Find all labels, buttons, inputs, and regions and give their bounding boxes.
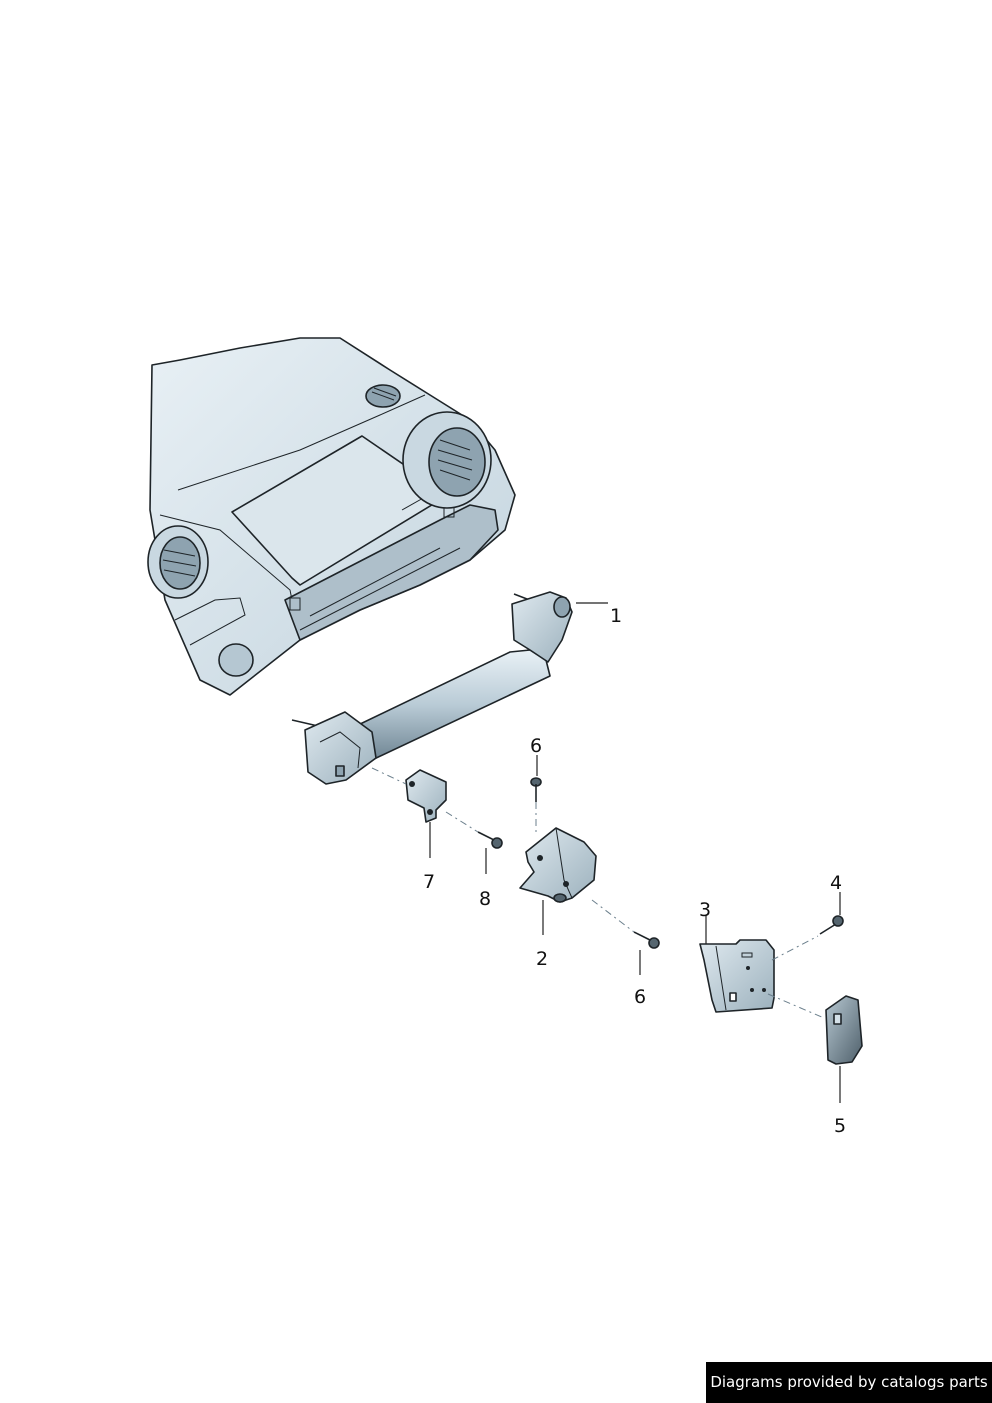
air-vent-left-icon [147, 525, 209, 599]
defrost-vent-icon [365, 384, 401, 408]
part-7-bracket [405, 769, 447, 823]
part-2-bracket [519, 827, 597, 903]
leader-lines [429, 602, 841, 1103]
callout-3: 3 [699, 899, 711, 921]
callout-7: 7 [423, 871, 435, 893]
callout-4: 4 [830, 872, 842, 894]
callout-1: 1 [610, 605, 622, 627]
callout-6-lower: 6 [634, 986, 646, 1008]
dashboard-illustration [147, 337, 516, 696]
callout-5: 5 [834, 1115, 846, 1137]
control-knob-icon [218, 643, 254, 677]
callout-2: 2 [536, 948, 548, 970]
part-8-bolt [477, 831, 503, 849]
air-vent-right-icon [402, 411, 492, 509]
part-6-lower-bolt [633, 931, 660, 949]
part-5-cover-cap [825, 995, 863, 1065]
callout-6-upper: 6 [530, 735, 542, 757]
assembly-axes [371, 767, 825, 1019]
part-1-grab-handle [291, 591, 573, 785]
callout-labels: 1 2 3 4 5 6 6 7 8 [423, 605, 846, 1137]
part-6-upper-screw [530, 777, 542, 802]
part-4-screw [819, 915, 844, 935]
part-3-mounting-bracket [699, 939, 775, 1013]
callout-8: 8 [479, 888, 491, 910]
credit-banner: Diagrams provided by catalogs parts [706, 1362, 992, 1403]
